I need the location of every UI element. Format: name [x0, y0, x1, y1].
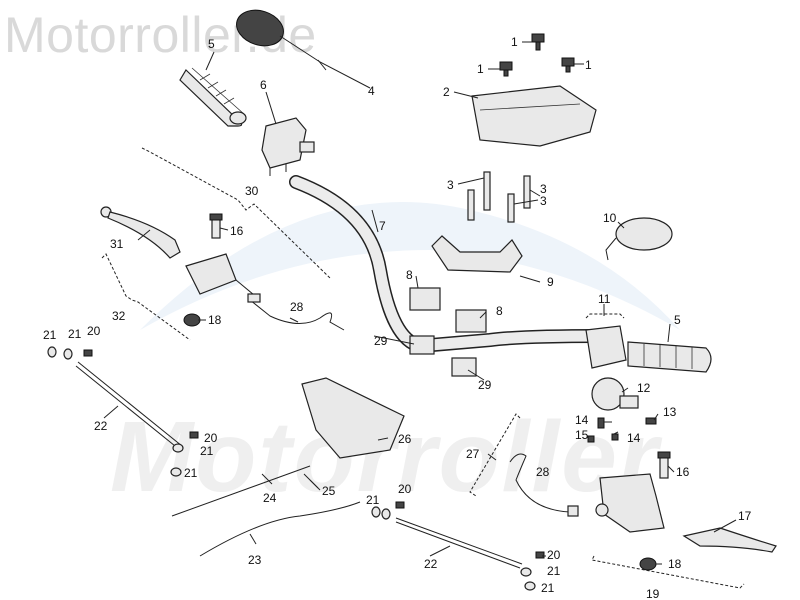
- bracket: [431, 235, 523, 273]
- callout-14: 14: [575, 413, 589, 427]
- callout-21: 21: [200, 444, 214, 458]
- upper-cover: [471, 85, 597, 147]
- callout-5: 5: [208, 37, 215, 51]
- mirror-left: [236, 9, 371, 89]
- callout-16: 16: [230, 224, 244, 238]
- callout-18: 18: [668, 557, 682, 571]
- brake-master-right: [595, 473, 665, 533]
- callout-23: 23: [248, 553, 262, 567]
- callout-29: 29: [478, 378, 492, 392]
- bracket-30: [141, 147, 331, 279]
- callout-21: 21: [68, 327, 82, 341]
- callout-28: 28: [536, 465, 550, 479]
- callout-17: 17: [738, 509, 752, 523]
- callout-1: 1: [477, 62, 484, 76]
- handlebar: [289, 175, 607, 354]
- bolts-top: [499, 33, 575, 77]
- callout-18: 18: [208, 313, 222, 327]
- leader-lines: [103, 41, 737, 565]
- callout-7: 7: [379, 219, 386, 233]
- callout-21: 21: [366, 493, 380, 507]
- washers-left: [47, 346, 199, 477]
- callout-22: 22: [424, 557, 438, 571]
- callout-32: 32: [112, 309, 126, 323]
- grip-right: [627, 341, 712, 373]
- callout-31: 31: [110, 237, 124, 251]
- callout-15: 15: [575, 428, 589, 442]
- lower-cover: [301, 377, 405, 459]
- callout-25: 25: [322, 484, 336, 498]
- bracket-32: [101, 253, 191, 341]
- background-swoosh: [140, 202, 680, 330]
- callout-21: 21: [541, 581, 555, 595]
- callout-12: 12: [637, 381, 651, 395]
- bracket-27: [469, 413, 521, 497]
- nut-left: [183, 313, 201, 327]
- callout-20: 20: [204, 431, 218, 445]
- callout-labels: 1 1 1 2 3 3 3 4 5 5 6 7 8 8 9 10 11 12 1…: [43, 35, 752, 600]
- callout-14: 14: [627, 431, 641, 445]
- callout-28: 28: [290, 300, 304, 314]
- callout-1: 1: [511, 35, 518, 49]
- callout-21: 21: [184, 466, 198, 480]
- switch-right: [585, 325, 627, 369]
- callout-27: 27: [466, 447, 480, 461]
- callout-11: 11: [598, 292, 611, 306]
- callout-2: 2: [443, 85, 450, 99]
- callout-21: 21: [547, 564, 561, 578]
- clamps: [409, 287, 487, 377]
- callout-3: 3: [540, 182, 547, 196]
- bracket-11: [585, 313, 625, 319]
- pin-left: [209, 213, 223, 239]
- throttle-housing: [591, 377, 639, 411]
- cables: [75, 361, 523, 569]
- callout-6: 6: [260, 78, 267, 92]
- sensor-cable-left: [247, 293, 345, 331]
- callout-3: 3: [447, 178, 454, 192]
- nut-right: [639, 557, 657, 571]
- pin-right: [657, 451, 671, 479]
- callout-29: 29: [374, 334, 388, 348]
- callout-30: 30: [245, 184, 259, 198]
- mirror-right: [605, 217, 673, 261]
- callout-26: 26: [398, 432, 412, 446]
- callout-20: 20: [398, 482, 412, 496]
- washers-mid: [371, 501, 545, 591]
- callout-20: 20: [547, 548, 561, 562]
- switch-left: [261, 117, 315, 176]
- callout-5: 5: [674, 313, 681, 327]
- callout-1: 1: [585, 58, 592, 72]
- callout-19: 19: [646, 587, 660, 600]
- callout-21: 21: [43, 328, 57, 342]
- grip-left: [179, 67, 247, 127]
- callout-16: 16: [676, 465, 690, 479]
- callout-22: 22: [94, 419, 108, 433]
- callout-10: 10: [603, 211, 617, 225]
- callout-8: 8: [406, 268, 413, 282]
- sensor-cable-right: [509, 453, 579, 517]
- callout-8: 8: [496, 304, 503, 318]
- callout-20: 20: [87, 324, 101, 338]
- callout-9: 9: [547, 275, 554, 289]
- callout-3: 3: [540, 194, 547, 208]
- small-screws: [587, 417, 657, 443]
- callout-13: 13: [663, 405, 677, 419]
- callout-4: 4: [368, 84, 375, 98]
- bolts-long: [467, 171, 531, 223]
- bracket-19: [591, 555, 745, 589]
- brake-lever-right: [682, 527, 777, 553]
- callout-24: 24: [263, 491, 277, 505]
